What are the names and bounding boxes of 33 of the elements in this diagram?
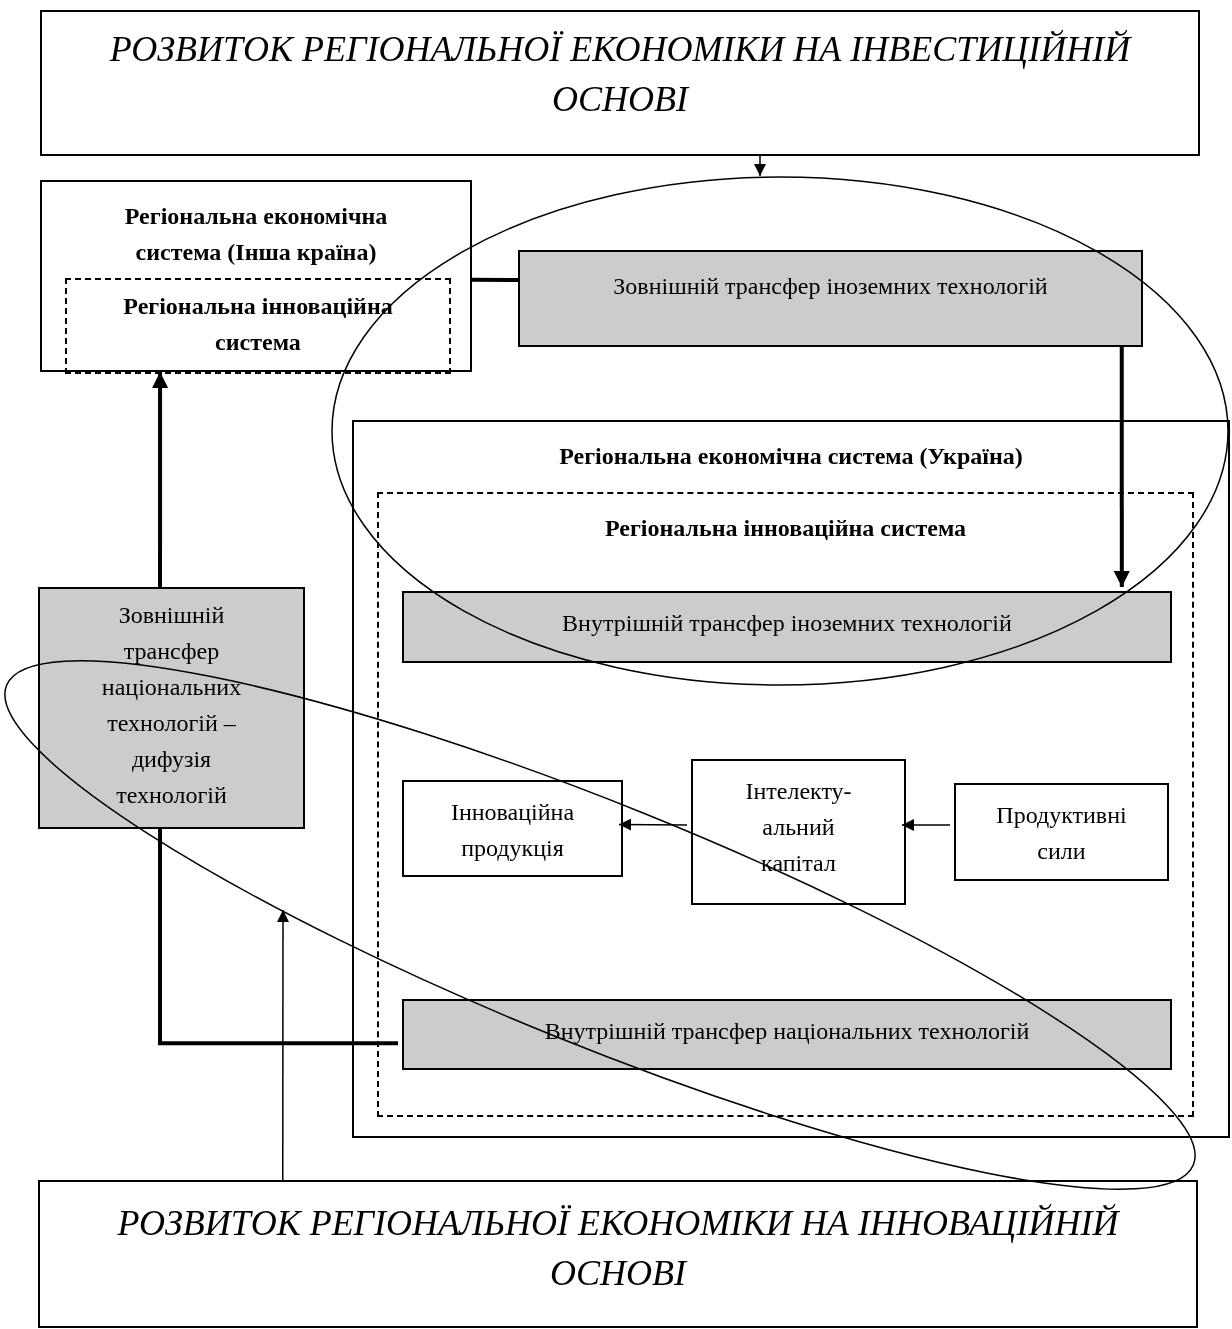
- connector-line: [158, 829, 398, 1046]
- connector-line: [472, 277, 518, 283]
- process-box: [518, 250, 1143, 347]
- system-box: [352, 420, 1230, 1138]
- heading-box: [40, 10, 1200, 156]
- arrow: [1113, 347, 1130, 587]
- node-label: Інноваційна продукція: [449, 798, 576, 863]
- arrow: [618, 818, 688, 831]
- node-label: Внутрішній трансфер національних технологій: [543, 1017, 1031, 1046]
- node-label: РОЗВИТОК РЕГІОНАЛЬНОЇ ЕКОНОМІКИ НА ІННОВАЦІЙНІЙ ОСНОВІ: [116, 1202, 1121, 1296]
- node-label: Інтелекту- альний капітал: [744, 777, 853, 878]
- node-label: РОЗВИТОК РЕГІОНАЛЬНОЇ ЕКОНОМІКИ НА ІНВЕСТИЦІЙНІЙ ОСНОВІ: [108, 28, 1133, 122]
- process-box: [954, 783, 1169, 881]
- node-label: Регіональна економічна система (Інша країна): [123, 202, 389, 267]
- heading-box: [38, 1180, 1198, 1328]
- arrow: [901, 819, 951, 832]
- arrow: [754, 155, 766, 177]
- process-box: [691, 759, 906, 905]
- process-box: [38, 587, 305, 829]
- arrow: [152, 372, 169, 587]
- node-label: Регіональна економічна система (Україна): [558, 442, 1024, 471]
- process-box: [402, 780, 623, 877]
- system-box: [40, 180, 472, 372]
- node-label: Регіональна інноваційна система: [603, 514, 968, 543]
- arrow: [277, 909, 289, 1181]
- node-label: Продуктивні сили: [995, 801, 1128, 866]
- dashed-system-box: [65, 278, 451, 374]
- process-box: [402, 999, 1172, 1070]
- dashed-system-box: [377, 492, 1194, 1117]
- node-label: Зовнішній трансфер іноземних технологій: [612, 272, 1049, 301]
- node-label: Внутрішній трансфер іноземних технологій: [561, 609, 1013, 638]
- process-box: [402, 591, 1172, 663]
- node-label: Зовнішній трансфер національних технологій – дифузія технологій: [100, 601, 243, 810]
